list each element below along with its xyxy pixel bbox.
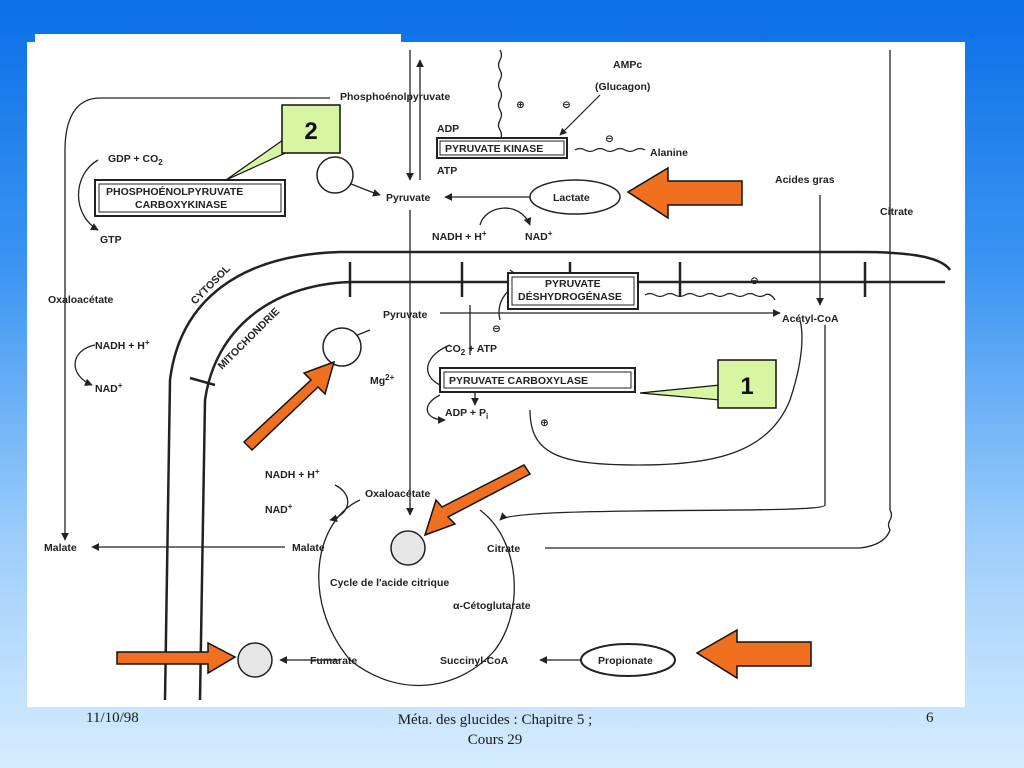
pdh-label-line2: DÉSHYDROGÉNASE	[518, 290, 622, 303]
pyruvate-cytosol-label: Pyruvate	[386, 192, 431, 204]
oxaloacetate-mito-label: Oxaloacétate	[365, 488, 431, 500]
propionate-label: Propionate	[598, 655, 653, 667]
succinyl-coa-label: Succinyl-CoA	[440, 655, 509, 667]
footer-title-line1: Méta. des glucides : Chapitre 5 ;	[397, 712, 593, 728]
footer-title-line2: Cours 29	[467, 732, 523, 748]
nad-label-2: NAD+	[95, 381, 123, 395]
ampc-label: AMPc	[613, 59, 642, 71]
callout-two-number: 2	[304, 118, 317, 145]
fumarate-label: Fumarate	[310, 655, 357, 667]
callout-two: 2	[225, 104, 341, 181]
nad-label-3: NAD+	[265, 502, 293, 516]
alpha-ketoglutarate-label: α-Cétoglutarate	[453, 600, 531, 612]
footer-page-number: 6	[926, 710, 934, 726]
nadh-label-3: NADH + H+	[265, 467, 320, 481]
inhibitor-symbol-pdh: ⊖	[750, 275, 759, 287]
regulation-lines	[497, 49, 893, 549]
phosphoenolpyruvate-label: Phosphoénolpyruvate	[340, 91, 450, 103]
image-top-tab	[35, 34, 401, 48]
co2-atp-label: CO2 + ATP	[445, 343, 497, 357]
pepck-label-line1: PHOSPHOÉNOLPYRUVATE	[106, 185, 243, 198]
inhibitor-symbol-pdh-2: ⊖	[492, 323, 501, 335]
footer-title: Méta. des glucides : Chapitre 5 ; Cours …	[330, 710, 660, 750]
gdp-co2-label: GDP + CO2	[108, 153, 163, 167]
fumarate-highlight-arrow	[116, 641, 237, 675]
glucagon-label: (Glucagon)	[595, 81, 650, 93]
cycle-label: Cycle de l'acide citrique	[330, 577, 449, 589]
callout-one: 1	[639, 359, 777, 409]
ampc-line	[559, 94, 601, 136]
pyruvate-transporter-highlight-arrow	[242, 360, 336, 452]
inhibitor-symbol-alanine: ⊖	[605, 133, 614, 145]
enzyme-boxes	[94, 137, 676, 677]
lactate-label: Lactate	[553, 192, 590, 204]
gtp-label: GTP	[100, 234, 122, 246]
acetyl-coa-label: Acétyl-CoA	[782, 313, 839, 325]
malate-mito-label: Malate	[292, 542, 325, 554]
nadh-label-1: NADH + H+	[432, 229, 487, 243]
malate-cytosol-label: Malate	[44, 542, 77, 554]
mitochondrie-label: MITOCHONDRIE	[216, 306, 283, 373]
callout-one-number: 1	[740, 373, 753, 400]
adp-pi-label: ADP + Pi	[445, 407, 488, 421]
activator-symbol: ⊕	[516, 99, 525, 111]
nadh-label-2: NADH + H+	[95, 338, 150, 352]
pyruvate-mito-label: Pyruvate	[383, 309, 428, 321]
oxaloacetate-cytosol-label: Oxaloacétate	[48, 294, 114, 306]
lactate-highlight-arrow	[626, 166, 743, 220]
citrate-mito-label: Citrate	[487, 543, 520, 555]
transporter-circles	[237, 156, 426, 678]
acides-gras-label: Acides gras	[775, 174, 835, 186]
pyruvate-carboxylase-label: PYRUVATE CARBOXYLASE	[449, 375, 588, 387]
nad-label-1: NAD+	[525, 229, 553, 243]
atp-label: ATP	[437, 165, 457, 177]
activator-symbol-2: ⊕	[540, 417, 549, 429]
pyruvate-kinase-label: PYRUVATE KINASE	[445, 143, 543, 155]
pathway-lines	[61, 50, 826, 687]
pdh-label-line1: PYRUVATE	[545, 278, 601, 290]
alanine-label: Alanine	[650, 147, 688, 159]
diagram-labels: Phosphoénolpyruvate AMPc (Glucagon) ⊕ ⊖ …	[44, 59, 913, 667]
citrate-cycle-highlight-arrow	[423, 464, 532, 537]
propionate-highlight-arrow	[695, 628, 812, 680]
highlight-arrows	[116, 166, 812, 680]
pepck-label-line2: CARBOXYKINASE	[135, 199, 227, 211]
adp-label: ADP	[437, 123, 459, 135]
inhibitor-symbol: ⊖	[562, 99, 571, 111]
footer-date: 11/10/98	[86, 710, 139, 726]
citrate-cytosol-label: Citrate	[880, 206, 913, 218]
mg-label: Mg2+	[370, 373, 395, 387]
